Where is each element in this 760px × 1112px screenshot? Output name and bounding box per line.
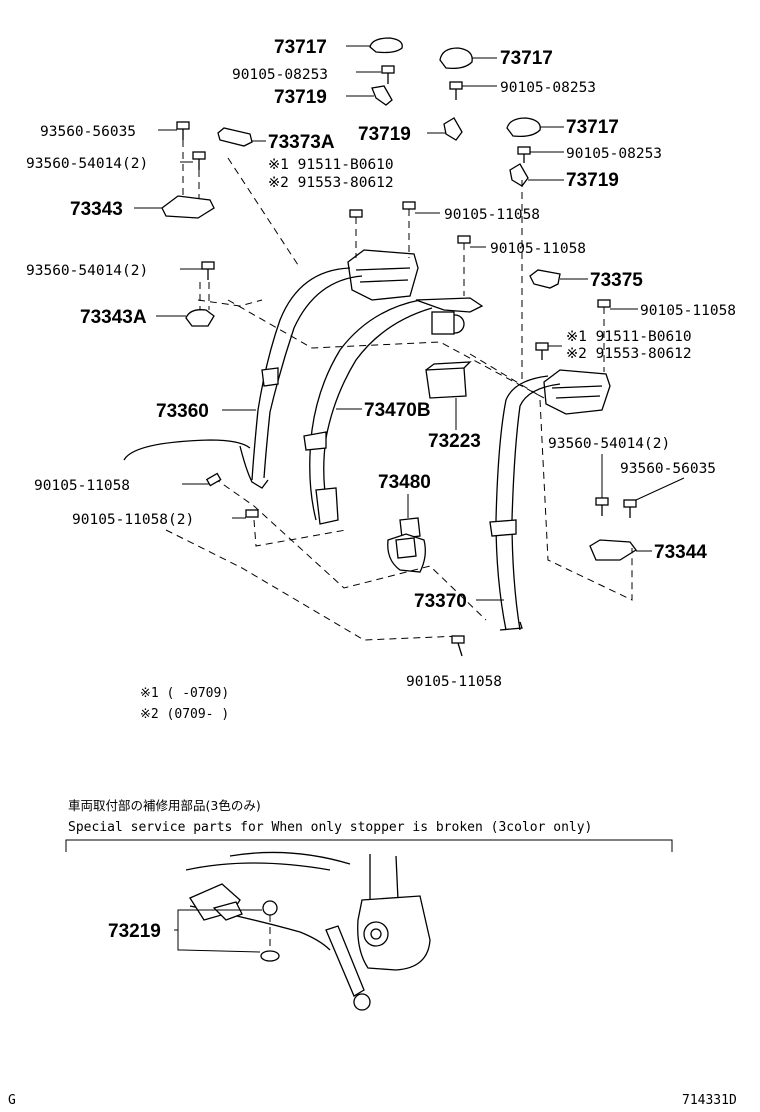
label-alt2-right: ※2 91553-80612 (566, 346, 692, 362)
retractor-left (347, 249, 419, 301)
label-73343: 73343 (70, 199, 123, 220)
bracket-73343A (185, 309, 215, 327)
note-1: ※1 ( -0709) (140, 686, 229, 701)
retractor-center (415, 297, 484, 335)
label-73344: 73344 (654, 542, 707, 563)
bolt-90105-11058-floor-2 (245, 509, 259, 518)
service-title-en: Special service parts for When only stop… (68, 820, 592, 835)
label-73223: 73223 (428, 431, 481, 452)
bolt-90105-11058-b (402, 201, 416, 258)
screw-93560-56035-left (176, 121, 190, 140)
label-90105-11058-e: 90105-11058(2) (72, 512, 194, 528)
label-90105-08253-left: 90105-08253 (232, 67, 328, 83)
bolt-90105-11058-d (597, 299, 611, 372)
label-alt2-left: ※2 91553-80612 (268, 175, 394, 191)
bracket-73343 (161, 195, 215, 219)
belt-73470B (303, 299, 433, 525)
screw-93560-54014-left (192, 151, 206, 170)
bolt-alt-right (535, 342, 549, 360)
bolt-90105-11058-bottom (451, 635, 465, 657)
bolt-90105-11058-a (349, 209, 363, 258)
screw-93560-56035-right (623, 499, 637, 518)
cover-73719-left (371, 85, 393, 106)
label-73717-right: 73717 (566, 117, 619, 138)
cap-73717-right (506, 117, 541, 138)
retractor-right (543, 369, 611, 415)
service-bracket-line (65, 839, 673, 852)
note-2: ※2 (0709- ) (140, 707, 229, 722)
label-93560-54014-mid: 93560-54014(2) (26, 263, 148, 279)
bracket-73219 (174, 909, 182, 951)
cover-73375 (529, 269, 561, 289)
footer-code-left: G (8, 1093, 16, 1108)
screw-93560-54014-mid (201, 261, 215, 280)
screw-93560-54014-right (595, 497, 609, 516)
label-73219: 73219 (108, 921, 161, 942)
label-73373A: 73373A (268, 132, 335, 153)
cover-73719-middle (443, 117, 463, 141)
cover-73373A (217, 127, 253, 147)
label-73370: 73370 (414, 591, 467, 612)
label-93560-54014-left: 93560-54014(2) (26, 156, 148, 172)
label-90105-11058-a: 90105-11058 (444, 207, 540, 223)
label-93560-56035-left: 93560-56035 (40, 124, 136, 140)
label-93560-54014-right: 93560-54014(2) (548, 436, 670, 452)
cover-73719-right (509, 163, 529, 187)
label-alt1-left: ※1 91511-B0610 (268, 157, 394, 173)
bracket-73344 (589, 539, 637, 561)
label-73717-middle: 73717 (500, 48, 553, 69)
service-parts-drawing (185, 851, 431, 1011)
label-73343A: 73343A (80, 307, 147, 328)
belt-73370 (489, 375, 561, 631)
label-73719-left: 73719 (274, 87, 327, 108)
footer-code-right: 714331D (682, 1093, 737, 1108)
bolt-90105-11058-c (457, 235, 471, 296)
cap-73717-middle (439, 47, 473, 70)
belt-73360 (239, 267, 363, 489)
label-73360: 73360 (156, 401, 209, 422)
label-73470B: 73470B (364, 400, 431, 421)
label-90105-08253-middle: 90105-08253 (500, 80, 596, 96)
label-73719-right: 73719 (566, 170, 619, 191)
label-73719-middle: 73719 (358, 124, 411, 145)
cover-73223 (425, 361, 472, 399)
label-90105-11058-d: 90105-11058 (34, 478, 130, 494)
label-93560-56035-right: 93560-56035 (620, 461, 716, 477)
bolt-90105-08253-middle (449, 81, 463, 100)
buckle-73480 (387, 517, 426, 573)
label-73717-left: 73717 (274, 37, 327, 58)
label-73480: 73480 (378, 472, 431, 493)
label-73375: 73375 (590, 270, 643, 291)
label-90105-11058-c: 90105-11058 (640, 303, 736, 319)
bolt-90105-08253-left (381, 65, 395, 84)
bolt-90105-08253-right (517, 146, 531, 163)
service-title-jp: 車両取付部の補修用部品(3色のみ) (68, 798, 261, 813)
bolt-90105-11058-left-floor (205, 472, 222, 487)
cap-73717-left (369, 37, 403, 54)
label-alt1-right: ※1 91511-B0610 (566, 329, 692, 345)
label-90105-11058-f: 90105-11058 (406, 674, 502, 690)
label-90105-08253-right: 90105-08253 (566, 146, 662, 162)
label-90105-11058-b: 90105-11058 (490, 241, 586, 257)
